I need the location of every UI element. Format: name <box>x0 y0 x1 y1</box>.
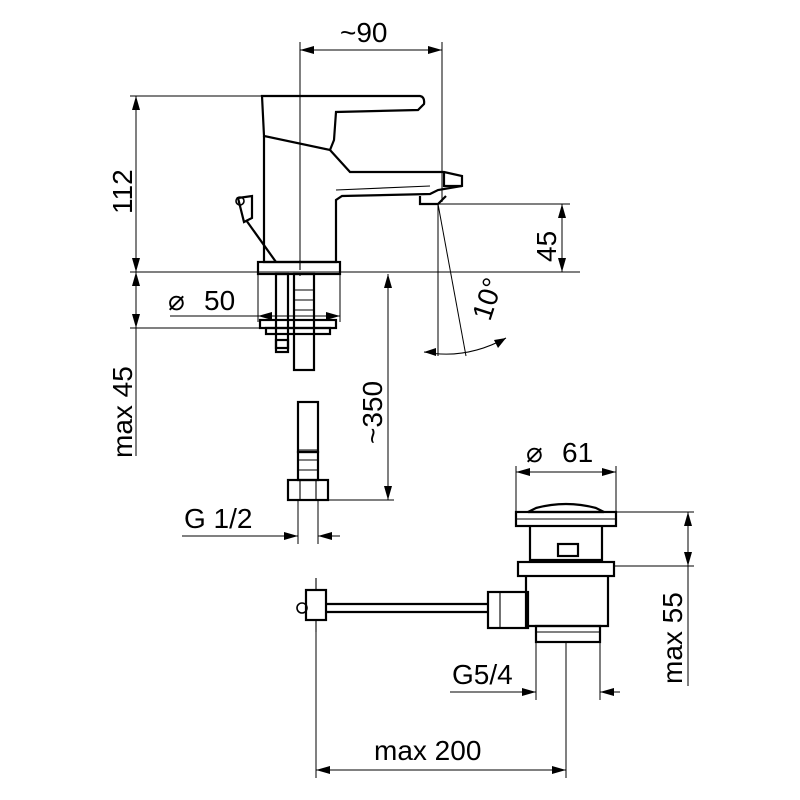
faucet-body <box>262 136 464 264</box>
diameter-symbol: ⌀ <box>168 285 185 316</box>
label-waste-depth: max 55 <box>657 592 688 684</box>
label-waste-diameter: ⌀ 61 <box>526 437 593 468</box>
mounting-stud <box>258 272 338 372</box>
dim-height-body <box>130 95 580 273</box>
label-max-thickness: max 45 <box>107 366 138 458</box>
waste-assembly <box>296 502 618 644</box>
label-outlet-height: 45 <box>531 231 562 262</box>
label-angle: 10° <box>466 274 509 324</box>
dim-hose-thread <box>182 500 340 544</box>
dim-width-top <box>299 42 443 262</box>
dim-waste-diameter <box>515 466 617 512</box>
dim-rod-length <box>315 632 567 778</box>
dim-base-diameter <box>170 274 341 322</box>
label-hose-length: ~350 <box>357 381 388 444</box>
label-waste-thread: G5/4 <box>452 659 513 690</box>
label-height-body: 112 <box>107 169 138 214</box>
waste-diameter-value: 61 <box>562 437 593 468</box>
base-diameter-value: 50 <box>204 285 235 316</box>
dim-angle <box>423 203 507 357</box>
label-hose-thread: G 1/2 <box>184 503 252 534</box>
popup-knob <box>235 194 277 263</box>
supply-hose <box>286 400 330 502</box>
dim-waste-thread <box>450 642 620 700</box>
label-base-diameter: ⌀ 50 <box>168 285 235 316</box>
dim-max-thickness <box>130 272 262 456</box>
diameter-symbol: ⌀ <box>526 437 543 468</box>
label-rod-length: max 200 <box>374 735 481 766</box>
dim-waste-depth <box>614 511 694 686</box>
label-width-top: ~90 <box>340 17 388 48</box>
dim-outlet-height <box>438 203 570 272</box>
dim-hose-length <box>328 274 394 501</box>
faucet-lever <box>260 94 426 152</box>
hose-nut <box>286 478 330 502</box>
faucet <box>235 94 464 372</box>
